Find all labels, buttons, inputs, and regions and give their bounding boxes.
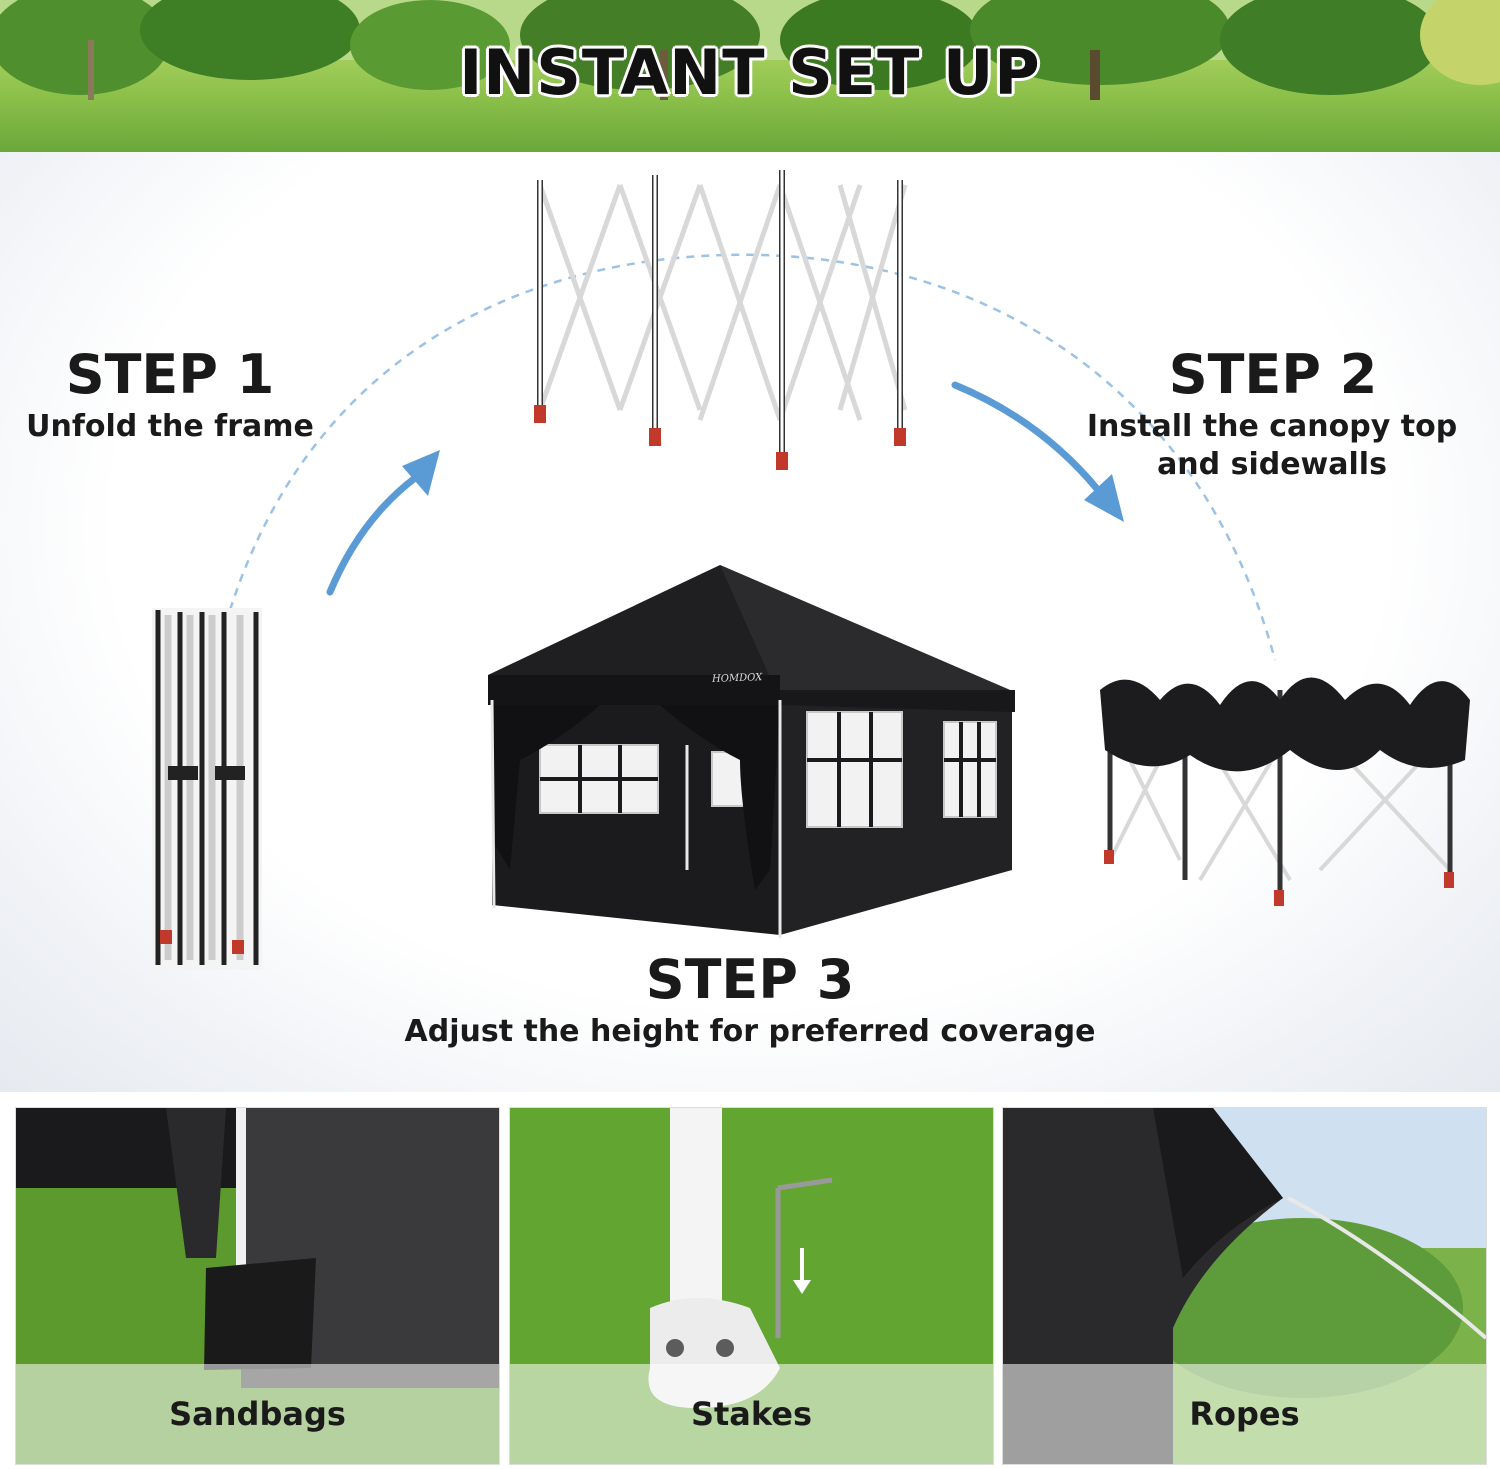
stakes-photo: Stakes [509, 1107, 994, 1465]
ropes-caption: Ropes [1003, 1364, 1486, 1464]
step-2-description-line-2: and sidewalls [1157, 447, 1387, 482]
header-banner: INSTANT SET UP [0, 0, 1500, 152]
frame-with-canopy-icon [1100, 677, 1470, 906]
dashed-path [228, 253, 1277, 661]
step-1-title: STEP 1 [65, 343, 275, 406]
stake-icon [775, 1177, 833, 1338]
tree-line-illustration [0, 0, 1500, 100]
stakes-caption: Stakes [510, 1364, 993, 1464]
ropes-photo: Ropes [1002, 1107, 1487, 1465]
sandbags-photo: Sandbags [15, 1107, 500, 1465]
expanded-frame-icon [534, 170, 908, 470]
step-2-title: STEP 2 [1168, 343, 1378, 406]
tent-illustration [488, 565, 1015, 938]
sandbag-icon [204, 1258, 316, 1370]
step-3-title: STEP 3 [645, 948, 855, 1011]
down-arrow-icon [793, 1280, 811, 1294]
rope-icon [1287, 1196, 1486, 1340]
steps-illustration [152, 170, 1470, 970]
page-title: INSTANT SET UP [459, 36, 1041, 109]
step-2-description-line-1: Install the canopy top [1086, 409, 1458, 444]
arrow-step2-icon [951, 381, 1124, 522]
sandbags-caption: Sandbags [16, 1364, 499, 1464]
step-1-description: Unfold the frame [26, 409, 314, 444]
arrow-step1-icon [326, 450, 440, 596]
folded-frame-icon [152, 608, 262, 970]
step-3-description: Adjust the height for preferred coverage [404, 1014, 1096, 1049]
tent-brand-label: HOMDOX [711, 672, 763, 685]
